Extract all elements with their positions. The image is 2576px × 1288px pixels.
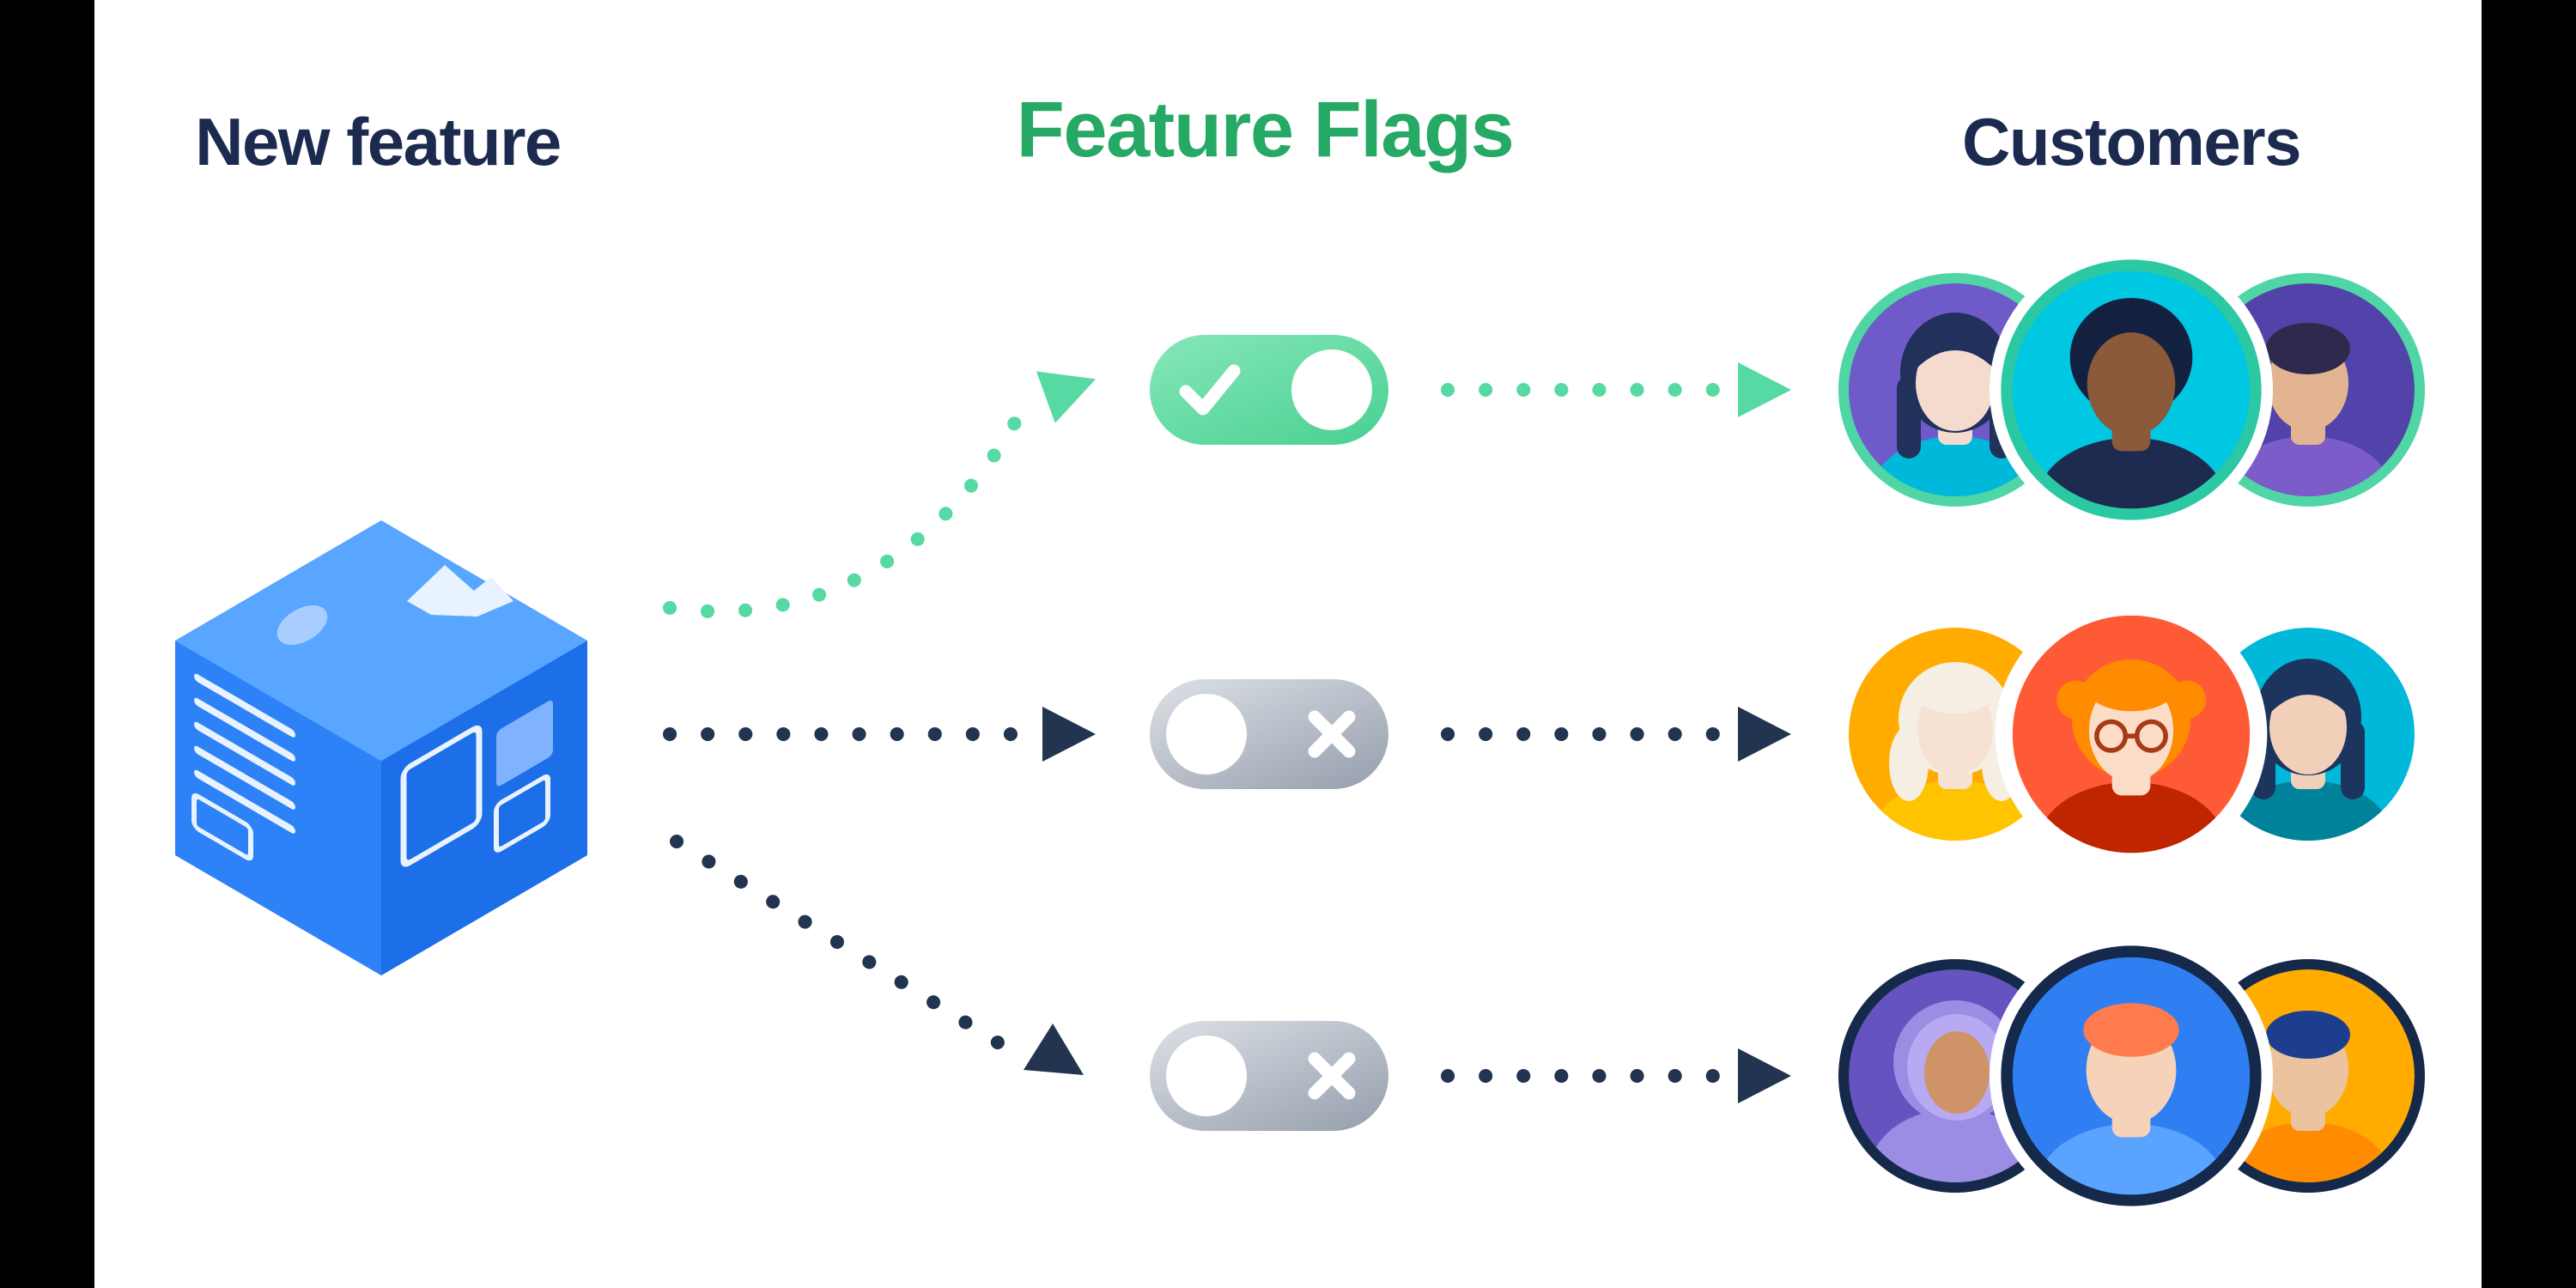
arrow-flag2-to-customers bbox=[1441, 707, 1791, 762]
arrowhead-icon bbox=[1738, 362, 1791, 417]
arrowhead-icon bbox=[1042, 707, 1096, 762]
avatar-woman-glasses bbox=[1995, 598, 2268, 871]
arrowhead-icon bbox=[1738, 1048, 1791, 1103]
text-line bbox=[194, 697, 295, 762]
shoulders bbox=[2226, 781, 2391, 841]
shoulders bbox=[2037, 1123, 2226, 1195]
cube-left-face bbox=[175, 641, 381, 975]
heading-customers: Customers bbox=[1962, 104, 2300, 179]
check-icon bbox=[1179, 364, 1241, 416]
hair-cap bbox=[2083, 1003, 2179, 1057]
letterbox-left bbox=[0, 0, 94, 1288]
arrow-cube-to-flag3 bbox=[670, 835, 1084, 1075]
arrowhead-icon bbox=[1024, 1024, 1084, 1075]
hair-fringe bbox=[1915, 669, 1996, 714]
arrow-cube-to-flag2 bbox=[663, 707, 1096, 762]
hair-puff-left bbox=[1889, 726, 1929, 801]
dotted-path bbox=[663, 416, 1022, 619]
arrowhead-icon bbox=[1738, 707, 1791, 762]
hair-cap bbox=[2266, 1011, 2350, 1059]
hair-bun-left bbox=[2057, 680, 2095, 720]
face bbox=[1916, 335, 1995, 431]
dotted-path bbox=[670, 835, 1007, 1051]
cube-text-lines bbox=[191, 673, 295, 861]
shoulders bbox=[1873, 781, 2038, 841]
cube-card-filled bbox=[496, 700, 553, 787]
cube-small-card bbox=[191, 793, 253, 861]
avatar-man-orange-hair bbox=[1989, 933, 2274, 1218]
hair-fringe bbox=[2269, 677, 2347, 714]
customer-group-2 bbox=[1833, 598, 2430, 871]
customer-group-1 bbox=[1828, 247, 2435, 532]
face bbox=[1924, 1031, 1990, 1114]
feature-flag-toggle-1[interactable] bbox=[1150, 335, 1388, 445]
customer-group-3 bbox=[1828, 933, 2435, 1218]
shoulders bbox=[2037, 781, 2226, 854]
text-line bbox=[194, 721, 295, 786]
glasses-icon bbox=[2094, 719, 2168, 753]
hair-lock-left bbox=[1897, 376, 1921, 459]
text-line bbox=[194, 769, 295, 834]
image-mountain-icon bbox=[407, 565, 513, 617]
feature-flag-toggle-3[interactable] bbox=[1150, 1021, 1388, 1131]
hair-lock-right bbox=[2341, 720, 2365, 799]
x-icon bbox=[1308, 710, 1356, 758]
shoulders bbox=[2226, 436, 2391, 496]
heading-new-feature: New feature bbox=[195, 104, 561, 179]
heading-feature-flags: Feature Flags bbox=[1017, 86, 1514, 173]
x-icon bbox=[1308, 1052, 1356, 1100]
cube-cards bbox=[400, 700, 553, 867]
toggle-knob bbox=[1166, 694, 1247, 775]
cube-dot bbox=[276, 605, 328, 645]
avatar-person-afro bbox=[1989, 247, 2274, 532]
cube-card-outline-large bbox=[400, 725, 483, 867]
hair-bun-right bbox=[2167, 680, 2206, 720]
text-line bbox=[194, 745, 295, 810]
hair-fringe bbox=[2087, 665, 2176, 712]
toggle-knob bbox=[1166, 1036, 1247, 1116]
arrow-flag3-to-customers bbox=[1441, 1048, 1791, 1103]
shoulders bbox=[2226, 1122, 2391, 1182]
toggle-knob bbox=[1291, 349, 1372, 430]
face bbox=[2269, 680, 2347, 775]
arrow-cube-to-flag1 bbox=[663, 371, 1097, 619]
shoulders bbox=[2037, 437, 2226, 509]
text-line bbox=[194, 673, 295, 738]
new-feature-cube bbox=[175, 520, 587, 975]
hair-cap bbox=[2266, 323, 2350, 374]
cube-card-outline-small bbox=[494, 774, 550, 853]
letterbox-right bbox=[2482, 0, 2576, 1288]
shoulders bbox=[1873, 436, 2038, 496]
hijab-drape bbox=[1869, 1109, 2041, 1182]
arrowhead-icon bbox=[1036, 371, 1097, 423]
hair-fringe bbox=[1916, 333, 1995, 369]
face bbox=[2087, 332, 2176, 436]
feature-flag-toggle-2[interactable] bbox=[1150, 679, 1388, 789]
arrow-flag1-to-customers bbox=[1441, 362, 1791, 417]
